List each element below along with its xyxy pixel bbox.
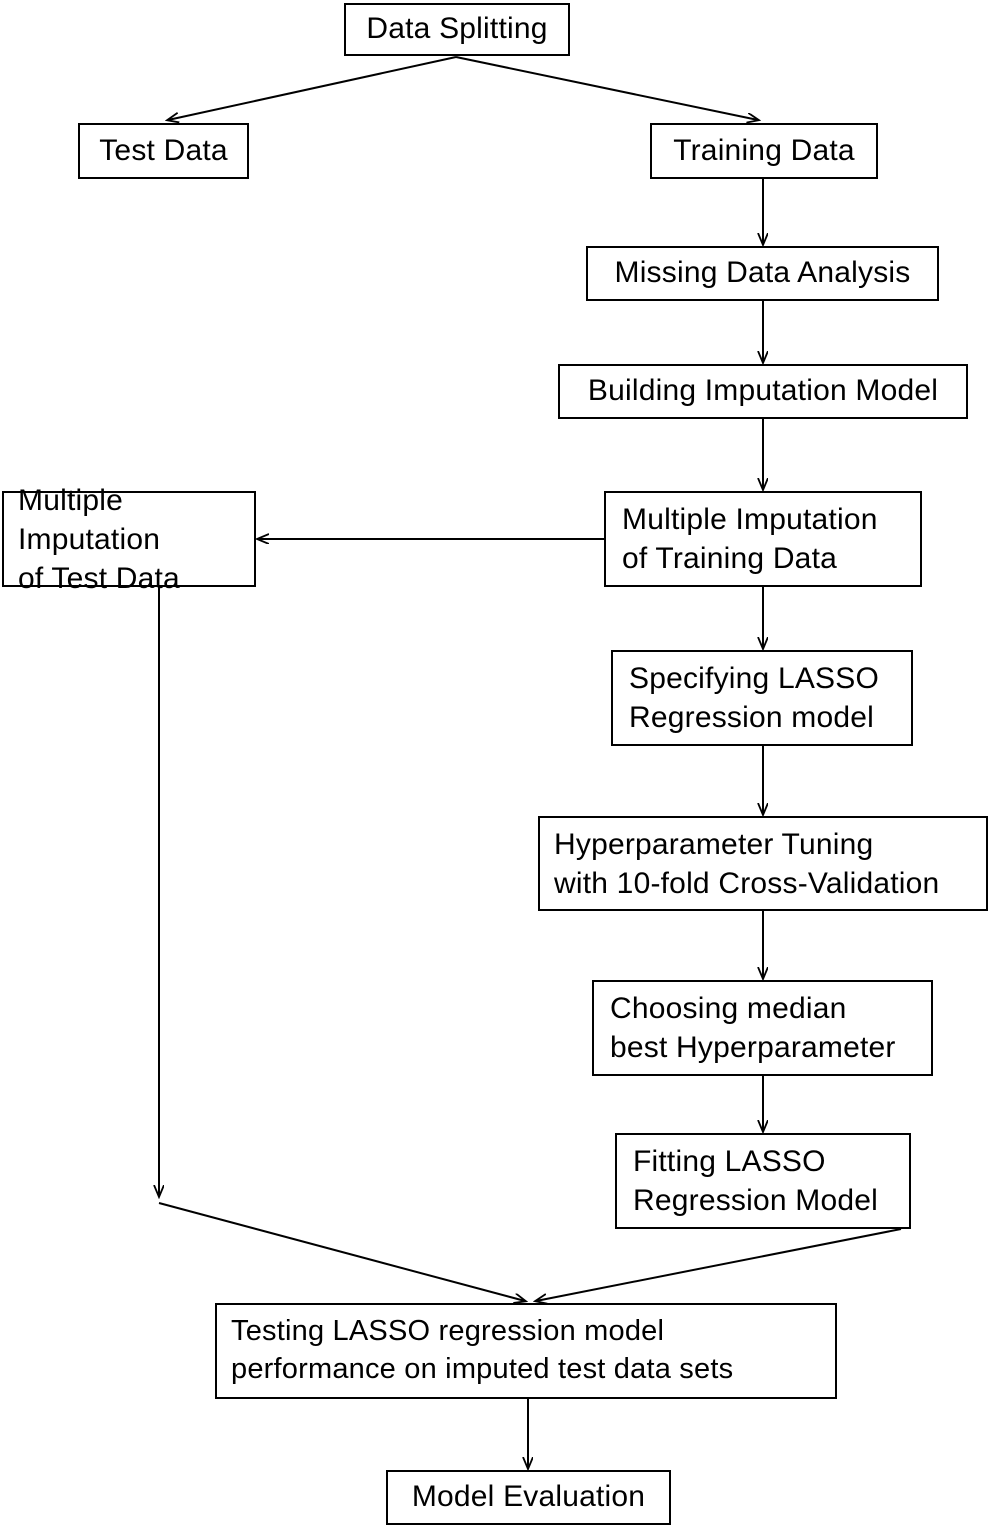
node-data-splitting[interactable]: Data Splitting (344, 3, 570, 56)
node-label: Training Data (673, 133, 855, 167)
node-testing-lasso-performance[interactable]: Testing LASSO regression model performan… (215, 1303, 837, 1399)
node-label: Model Evaluation (411, 1480, 646, 1514)
node-label: Multiple Imputation of Test Data (18, 483, 180, 595)
node-model-evaluation[interactable]: Model Evaluation (386, 1470, 671, 1525)
node-building-imputation-model[interactable]: Building Imputation Model (558, 364, 968, 419)
node-test-data[interactable]: Test Data (78, 123, 249, 179)
node-label: Missing Data Analysis (614, 256, 911, 290)
edge-mi-test-to-testing (159, 587, 525, 1301)
node-label: Fitting LASSO Regression Model (633, 1145, 878, 1217)
node-label: Multiple Imputation of Training Data (622, 503, 878, 575)
node-label: Testing LASSO regression model performan… (231, 1315, 734, 1385)
node-hyperparameter-tuning[interactable]: Hyperparameter Tuning with 10-fold Cross… (538, 816, 988, 911)
node-label: Hyperparameter Tuning with 10-fold Cross… (554, 827, 940, 900)
node-training-data[interactable]: Training Data (650, 123, 878, 179)
node-label: Data Splitting (366, 12, 548, 46)
node-missing-data-analysis[interactable]: Missing Data Analysis (586, 246, 939, 301)
node-label: Specifying LASSO Regression model (629, 662, 879, 734)
edge-fitting-to-testing (536, 1228, 902, 1301)
node-multiple-imputation-test-data[interactable]: Multiple Imputation of Test Data (2, 484, 256, 595)
edge-split-to-test (168, 56, 457, 120)
node-fitting-lasso-regression-model[interactable]: Fitting LASSO Regression Model (615, 1133, 911, 1229)
node-label: Building Imputation Model (587, 374, 939, 408)
node-choosing-median-best-hyperparameter[interactable]: Choosing median best Hyperparameter (592, 980, 933, 1076)
node-label: Choosing median best Hyperparameter (610, 992, 896, 1064)
node-specifying-lasso-regression-model[interactable]: Specifying LASSO Regression model (611, 650, 913, 746)
node-label: Test Data (99, 133, 228, 167)
edge-split-to-training (455, 56, 758, 120)
node-multiple-imputation-training-data[interactable]: Multiple Imputation of Training Data (604, 491, 922, 587)
